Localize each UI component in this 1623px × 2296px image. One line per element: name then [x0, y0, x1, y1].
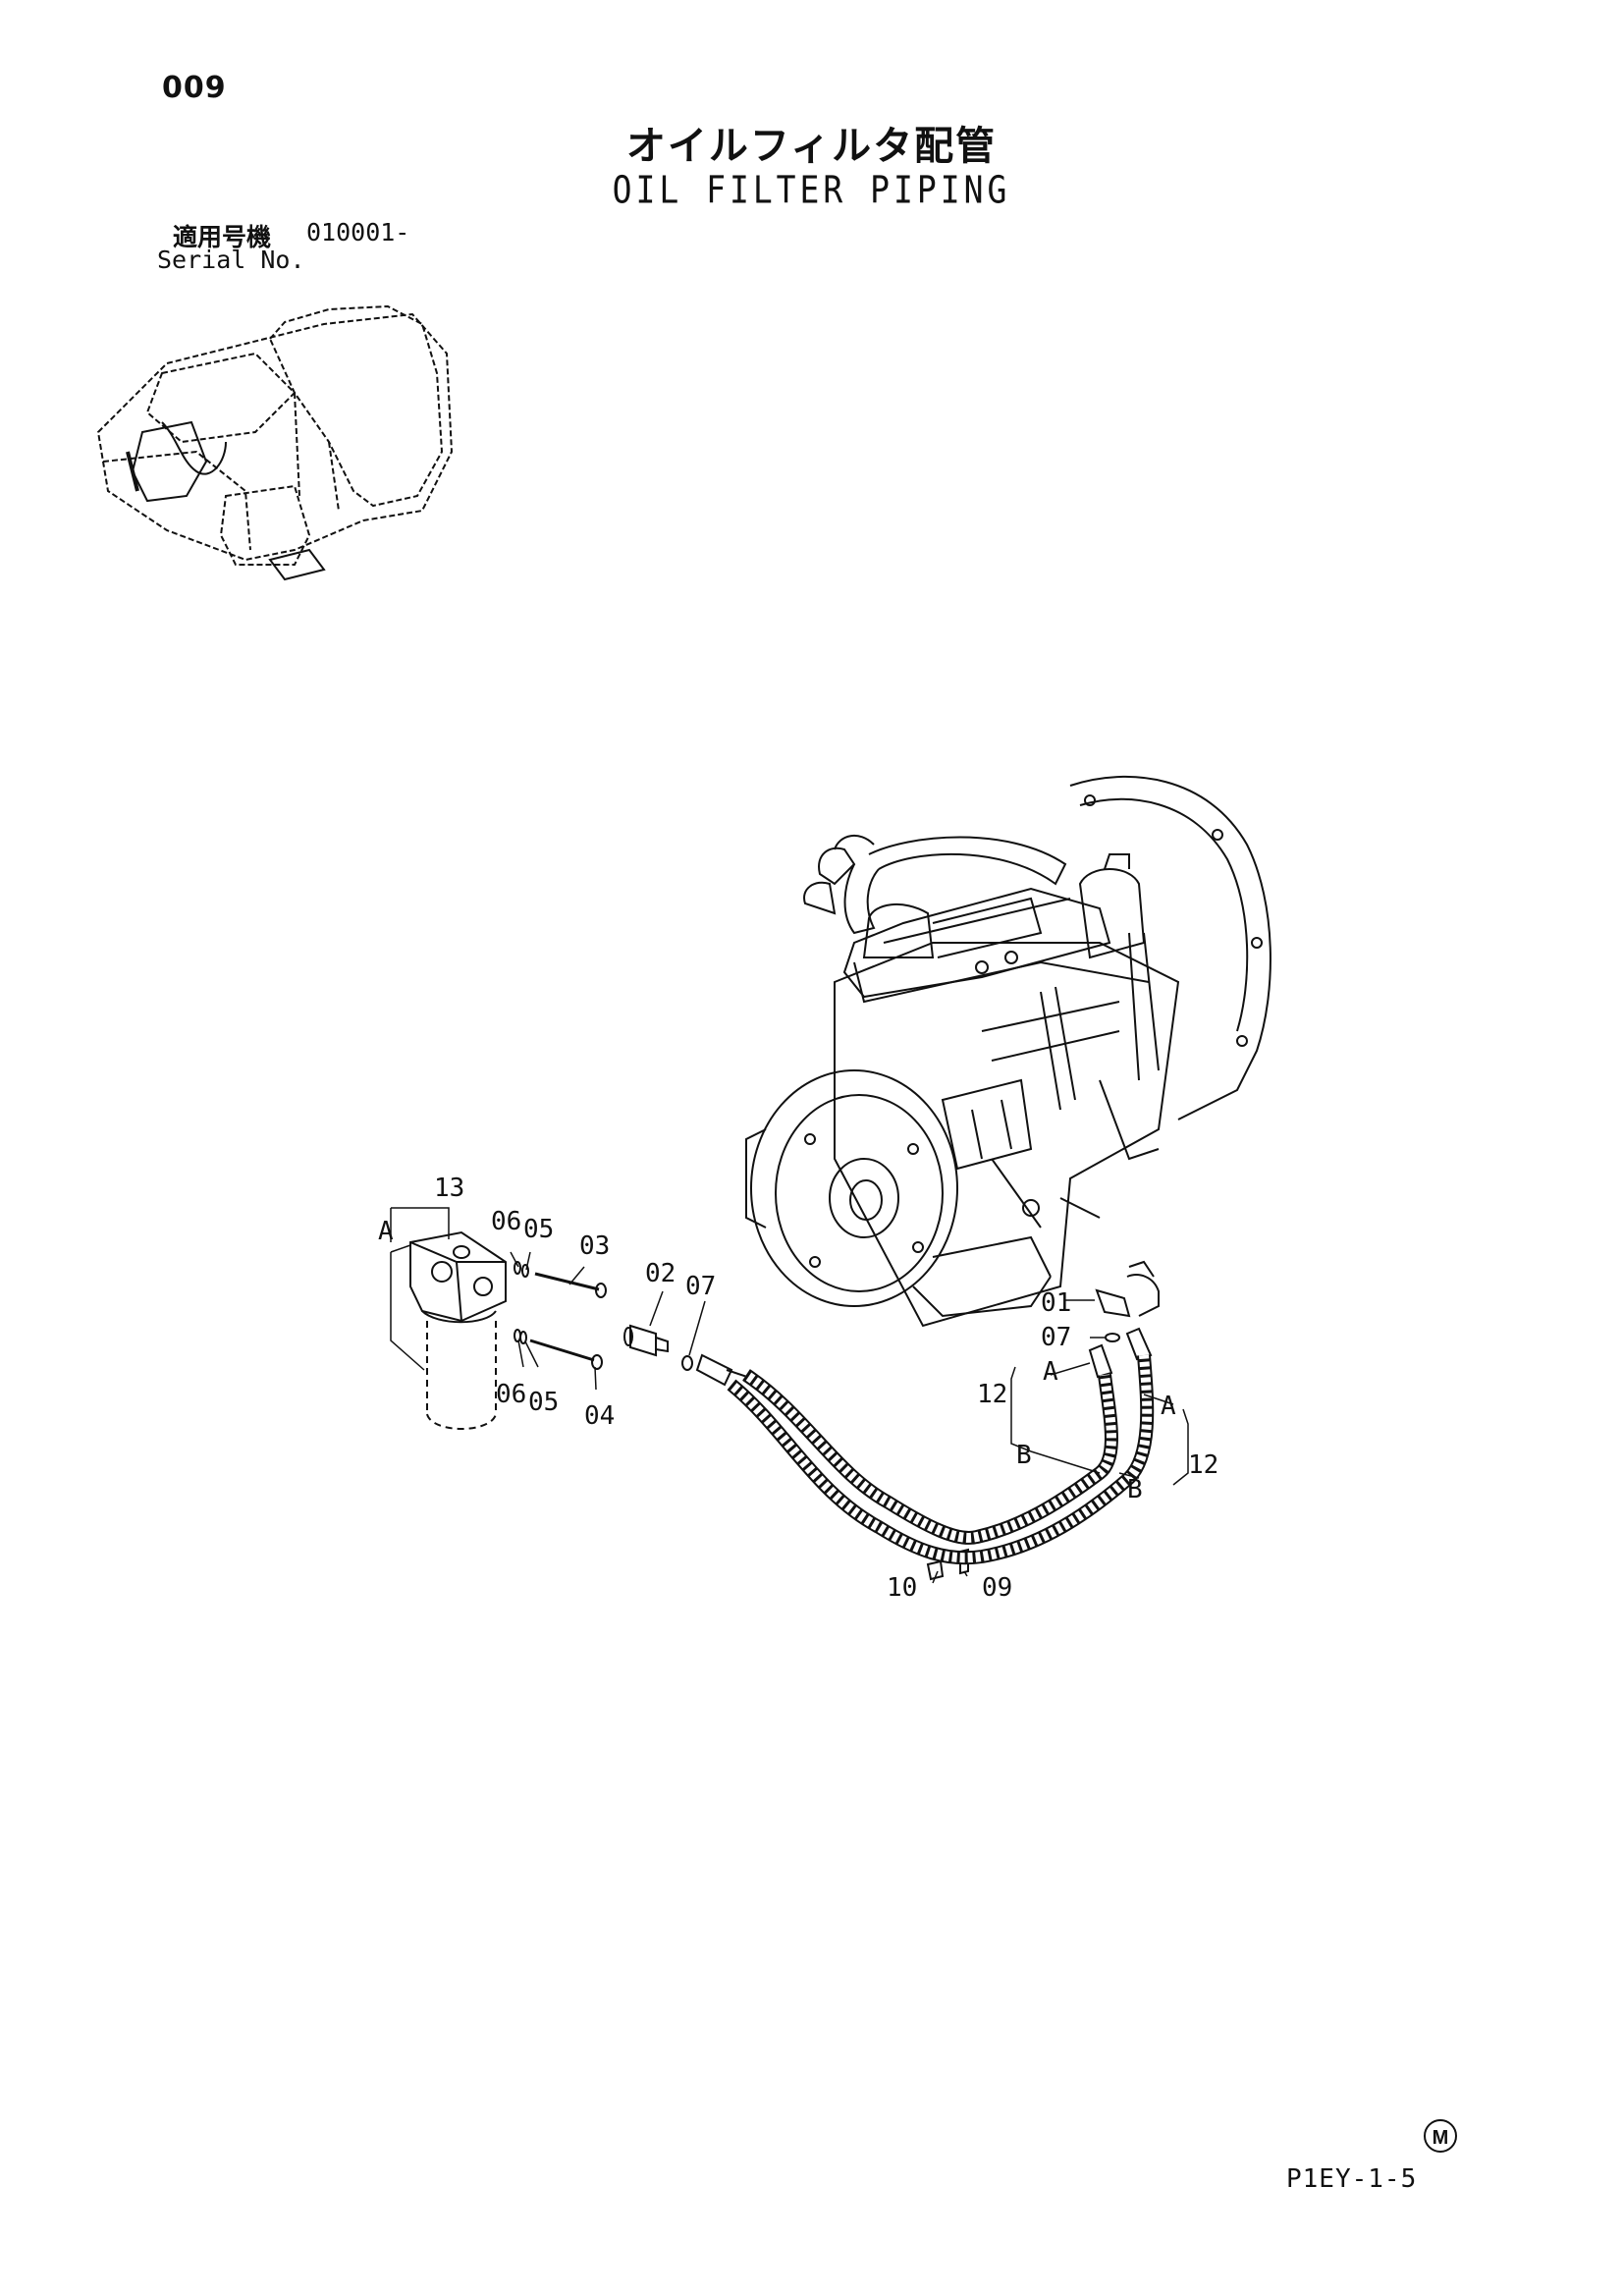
serial-number-value: 010001- [306, 218, 410, 246]
callout-a-left: A [1043, 1357, 1058, 1387]
callout-09: 09 [982, 1573, 1012, 1603]
oil-filter-drawing [409, 1230, 507, 1430]
bolts-and-fittings-drawing [514, 1260, 1160, 1581]
callout-06-lower: 06 [496, 1380, 526, 1409]
callout-07-right: 07 [1041, 1323, 1071, 1352]
oil-hoses-drawing [727, 1354, 1155, 1565]
serial-label-japanese: 適用号機 [173, 223, 272, 251]
title-english: OIL FILTER PIPING [612, 168, 1011, 212]
serial-label-english: Serial No. [157, 246, 305, 274]
callout-a-filter: A [378, 1217, 394, 1246]
callout-leaders [390, 1207, 1189, 1584]
callout-04: 04 [584, 1401, 615, 1431]
callout-10: 10 [887, 1573, 917, 1603]
callout-12-left: 12 [977, 1380, 1007, 1409]
machine-locator-drawing [96, 304, 454, 581]
callout-01: 01 [1041, 1288, 1071, 1318]
callout-06-upper: 06 [491, 1207, 521, 1236]
engine-assembly-drawing [745, 775, 1271, 1328]
callout-13: 13 [434, 1174, 464, 1203]
callout-a-right: A [1161, 1392, 1176, 1421]
page-code: P1EY-1-5 [1286, 2164, 1418, 2194]
callout-02: 02 [645, 1259, 676, 1288]
callout-12-right: 12 [1188, 1450, 1218, 1480]
callout-07-left: 07 [685, 1272, 716, 1301]
title-japanese: オイルフィルタ配管 [625, 124, 998, 169]
callout-05-upper: 05 [523, 1215, 554, 1244]
callout-b-left: B [1016, 1441, 1032, 1470]
m-mark-symbol: M [1424, 2119, 1457, 2153]
callout-03: 03 [579, 1231, 610, 1261]
callout-b-right: B [1127, 1475, 1143, 1504]
callout-05-lower: 05 [528, 1388, 559, 1417]
page-number: 009 [162, 71, 227, 105]
